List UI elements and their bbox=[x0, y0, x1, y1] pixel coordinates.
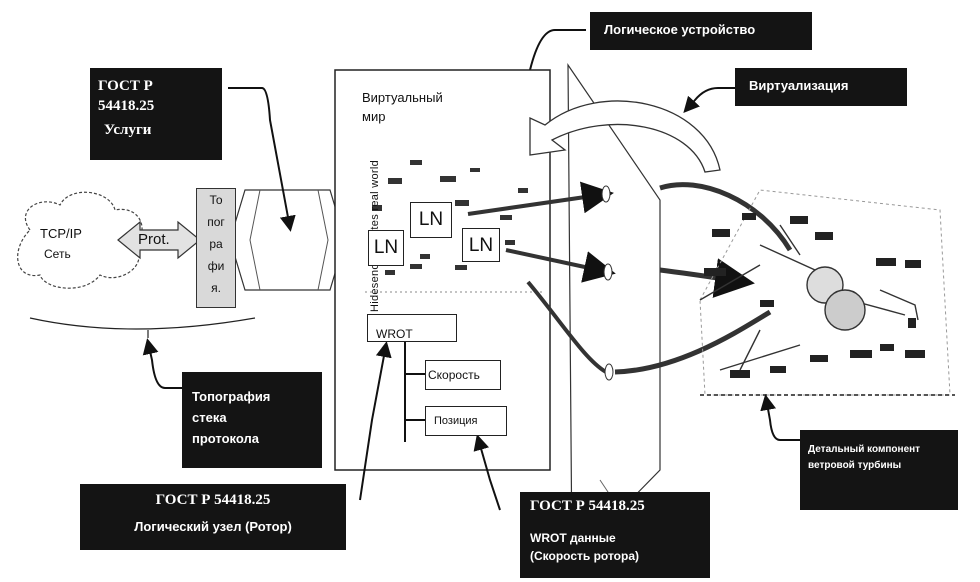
wrot-data-line1: WROT данные bbox=[530, 531, 616, 545]
wrot-box: WROT bbox=[367, 314, 457, 342]
virtualization-text: Виртуализация bbox=[749, 78, 849, 93]
topography-part: фи bbox=[207, 259, 225, 273]
services-label: Услуги bbox=[104, 122, 152, 138]
virtualization-label: Виртуализация bbox=[735, 68, 907, 106]
topography-line3: протокола bbox=[192, 431, 259, 446]
gost-data-title: ГОСТ Р 54418.25 bbox=[530, 498, 645, 514]
topography-line1: Топография bbox=[192, 389, 271, 404]
prot-text: Prot. bbox=[138, 231, 170, 248]
turbine-components bbox=[699, 224, 919, 371]
ln-label: LN bbox=[418, 209, 444, 230]
turbine-line1: Детальный компонент bbox=[808, 444, 921, 455]
speed-label: Скорость bbox=[428, 368, 480, 382]
virtual-world-title-line2: мир bbox=[362, 109, 386, 124]
topography-part: пог bbox=[207, 215, 225, 229]
tcpip-text: TCP/IP bbox=[40, 226, 82, 241]
virtual-world-panel bbox=[334, 69, 551, 471]
ln-label: LN bbox=[373, 237, 399, 258]
topography-stack-label: Топография стека протокола bbox=[182, 372, 322, 468]
tcpip-label: TCP/IP Сеть bbox=[40, 226, 82, 261]
cloud-shape bbox=[17, 191, 143, 289]
logical-node-box-3: LN bbox=[462, 228, 500, 262]
speed-box: Скорость bbox=[425, 360, 501, 390]
logical-node-box-2: LN bbox=[410, 202, 452, 238]
virtual-world-title: Виртуальный мир bbox=[362, 88, 443, 126]
position-label: Позиция bbox=[434, 415, 478, 427]
gost-services-box: ГОСТ Р 54418.25 Услуги bbox=[90, 68, 222, 160]
network-text: Сеть bbox=[44, 247, 71, 261]
turbine-detail-area bbox=[699, 189, 951, 396]
logical-device-label: Логическое устройство bbox=[590, 12, 812, 50]
position-box: Позиция bbox=[425, 406, 507, 436]
turbine-line2: ветровой турбины bbox=[808, 460, 902, 471]
wrot-label: WROT bbox=[376, 327, 413, 341]
topography-part: То bbox=[209, 193, 223, 207]
ln-label: LN bbox=[468, 235, 494, 256]
topography-stack-box: То пог ра фи я. bbox=[196, 188, 236, 308]
virtualization-plane bbox=[567, 63, 661, 562]
topography-part: ра bbox=[209, 237, 223, 251]
gost-node-title: ГОСТ Р 54418.25 bbox=[155, 492, 271, 508]
gost-logical-node-box: ГОСТ Р 54418.25 Логический узел (Ротор) bbox=[80, 484, 346, 550]
gost-services-title: ГОСТ Р 54418.25 bbox=[98, 78, 155, 114]
topography-part: я. bbox=[211, 281, 221, 295]
logical-device-text: Логическое устройство bbox=[604, 22, 756, 37]
logical-node-text: Логический узел (Ротор) bbox=[134, 519, 292, 534]
logical-node-box-1: LN bbox=[368, 230, 404, 266]
turbine-component-label: Детальный компонент ветровой турбины bbox=[800, 430, 958, 510]
virtualization-curve-arrow bbox=[529, 100, 721, 173]
gost-wrot-data-box: ГОСТ Р 54418.25 WROT данные (Скорость ро… bbox=[520, 492, 710, 578]
virtual-world-title-line1: Виртуальный bbox=[362, 90, 443, 105]
prot-label: Prot. bbox=[138, 231, 170, 248]
topography-line2: стека bbox=[192, 410, 227, 425]
wrot-data-line2: (Скорость ротора) bbox=[530, 549, 640, 563]
